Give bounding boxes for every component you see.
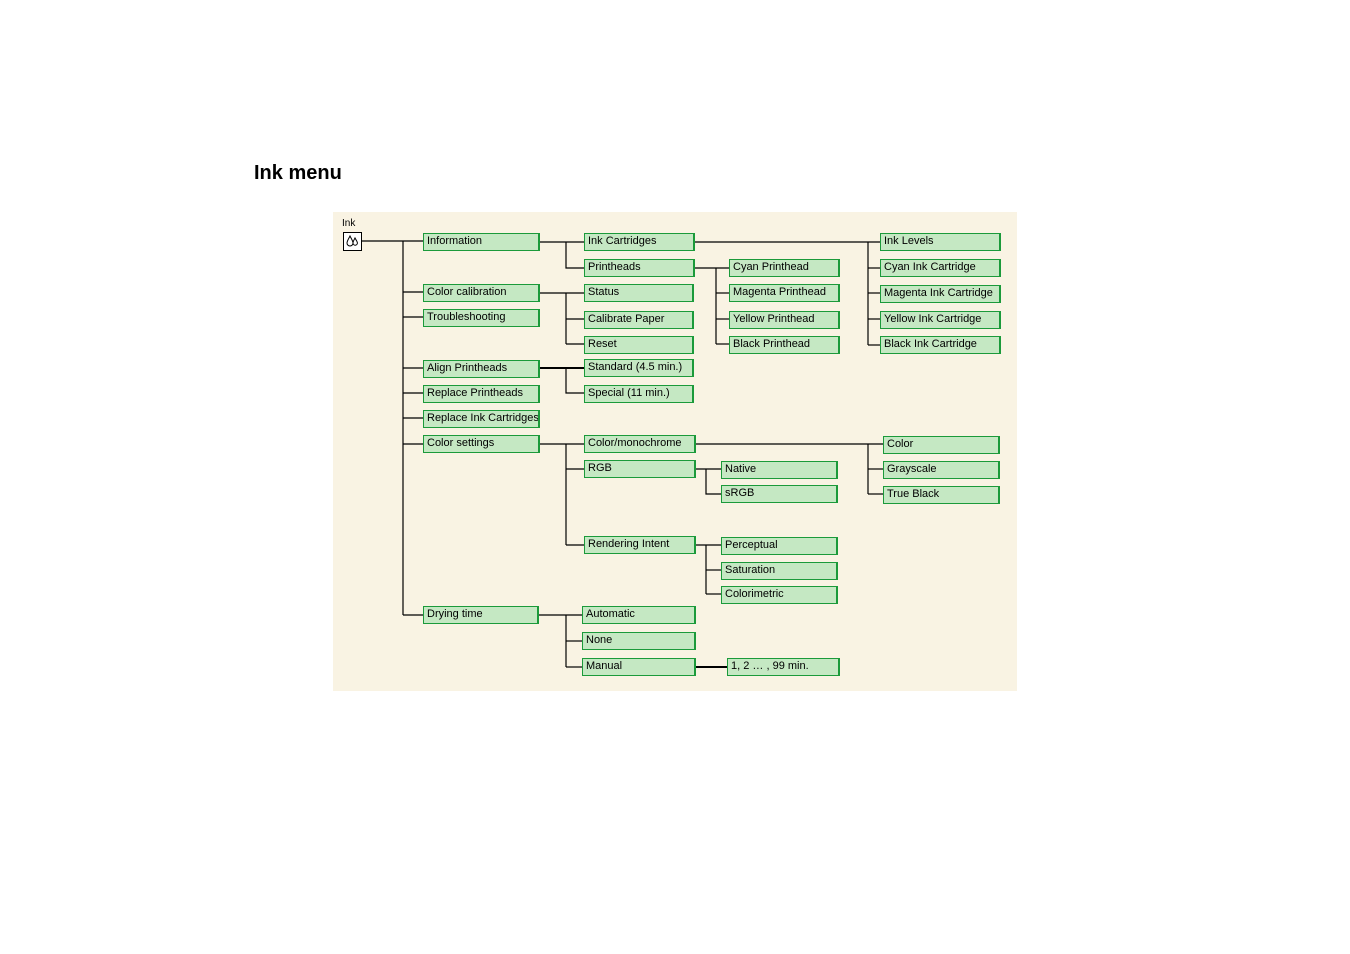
menu-item-saturation[interactable]: Saturation — [721, 562, 838, 580]
menu-item-troubleshooting[interactable]: Troubleshooting — [423, 309, 540, 327]
menu-item-special[interactable]: Special (11 min.) — [584, 385, 694, 403]
menu-item-standard[interactable]: Standard (4.5 min.) — [584, 359, 694, 377]
menu-item-cyan-ink-cartridge[interactable]: Cyan Ink Cartridge — [880, 259, 1001, 277]
menu-item-reset[interactable]: Reset — [584, 336, 694, 354]
root-label: Ink — [342, 218, 356, 229]
menu-item-calibrate-paper[interactable]: Calibrate Paper — [584, 311, 694, 329]
menu-item-magenta-ink-cartridge[interactable]: Magenta Ink Cartridge — [880, 285, 1001, 303]
menu-item-color-settings[interactable]: Color settings — [423, 435, 540, 453]
menu-item-yellow-printhead[interactable]: Yellow Printhead — [729, 311, 840, 329]
menu-item-printheads[interactable]: Printheads — [584, 259, 695, 277]
menu-item-true-black[interactable]: True Black — [883, 486, 1000, 504]
menu-item-color-monochrome[interactable]: Color/monochrome — [584, 435, 696, 453]
menu-item-srgb[interactable]: sRGB — [721, 485, 838, 503]
menu-item-grayscale[interactable]: Grayscale — [883, 461, 1000, 479]
menu-item-rendering-intent[interactable]: Rendering Intent — [584, 536, 696, 554]
menu-item-cyan-printhead[interactable]: Cyan Printhead — [729, 259, 840, 277]
menu-item-manual-value[interactable]: 1, 2 … , 99 min. — [727, 658, 840, 676]
menu-item-color-calibration[interactable]: Color calibration — [423, 284, 540, 302]
menu-item-manual[interactable]: Manual — [582, 658, 696, 676]
menu-item-drying-time[interactable]: Drying time — [423, 606, 539, 624]
menu-item-automatic[interactable]: Automatic — [582, 606, 696, 624]
menu-item-ink-cartridges[interactable]: Ink Cartridges — [584, 233, 695, 251]
menu-item-replace-printheads[interactable]: Replace Printheads — [423, 385, 540, 403]
menu-item-information[interactable]: Information — [423, 233, 540, 251]
menu-item-none[interactable]: None — [582, 632, 696, 650]
ink-drops-icon — [343, 232, 362, 251]
menu-item-colorimetric[interactable]: Colorimetric — [721, 586, 838, 604]
menu-item-black-ink-cartridge[interactable]: Black Ink Cartridge — [880, 336, 1001, 354]
menu-item-align-printheads[interactable]: Align Printheads — [423, 360, 540, 378]
menu-item-rgb[interactable]: RGB — [584, 460, 696, 478]
menu-item-ink-levels[interactable]: Ink Levels — [880, 233, 1001, 251]
menu-item-perceptual[interactable]: Perceptual — [721, 537, 838, 555]
menu-item-native[interactable]: Native — [721, 461, 838, 479]
menu-item-yellow-ink-cartridge[interactable]: Yellow Ink Cartridge — [880, 311, 1001, 329]
page-title: Ink menu — [254, 162, 342, 184]
menu-item-color[interactable]: Color — [883, 436, 1000, 454]
menu-item-black-printhead[interactable]: Black Printhead — [729, 336, 840, 354]
menu-item-magenta-printhead[interactable]: Magenta Printhead — [729, 284, 840, 302]
menu-item-status[interactable]: Status — [584, 284, 694, 302]
menu-item-replace-ink-cartridges[interactable]: Replace Ink Cartridges — [423, 410, 540, 428]
